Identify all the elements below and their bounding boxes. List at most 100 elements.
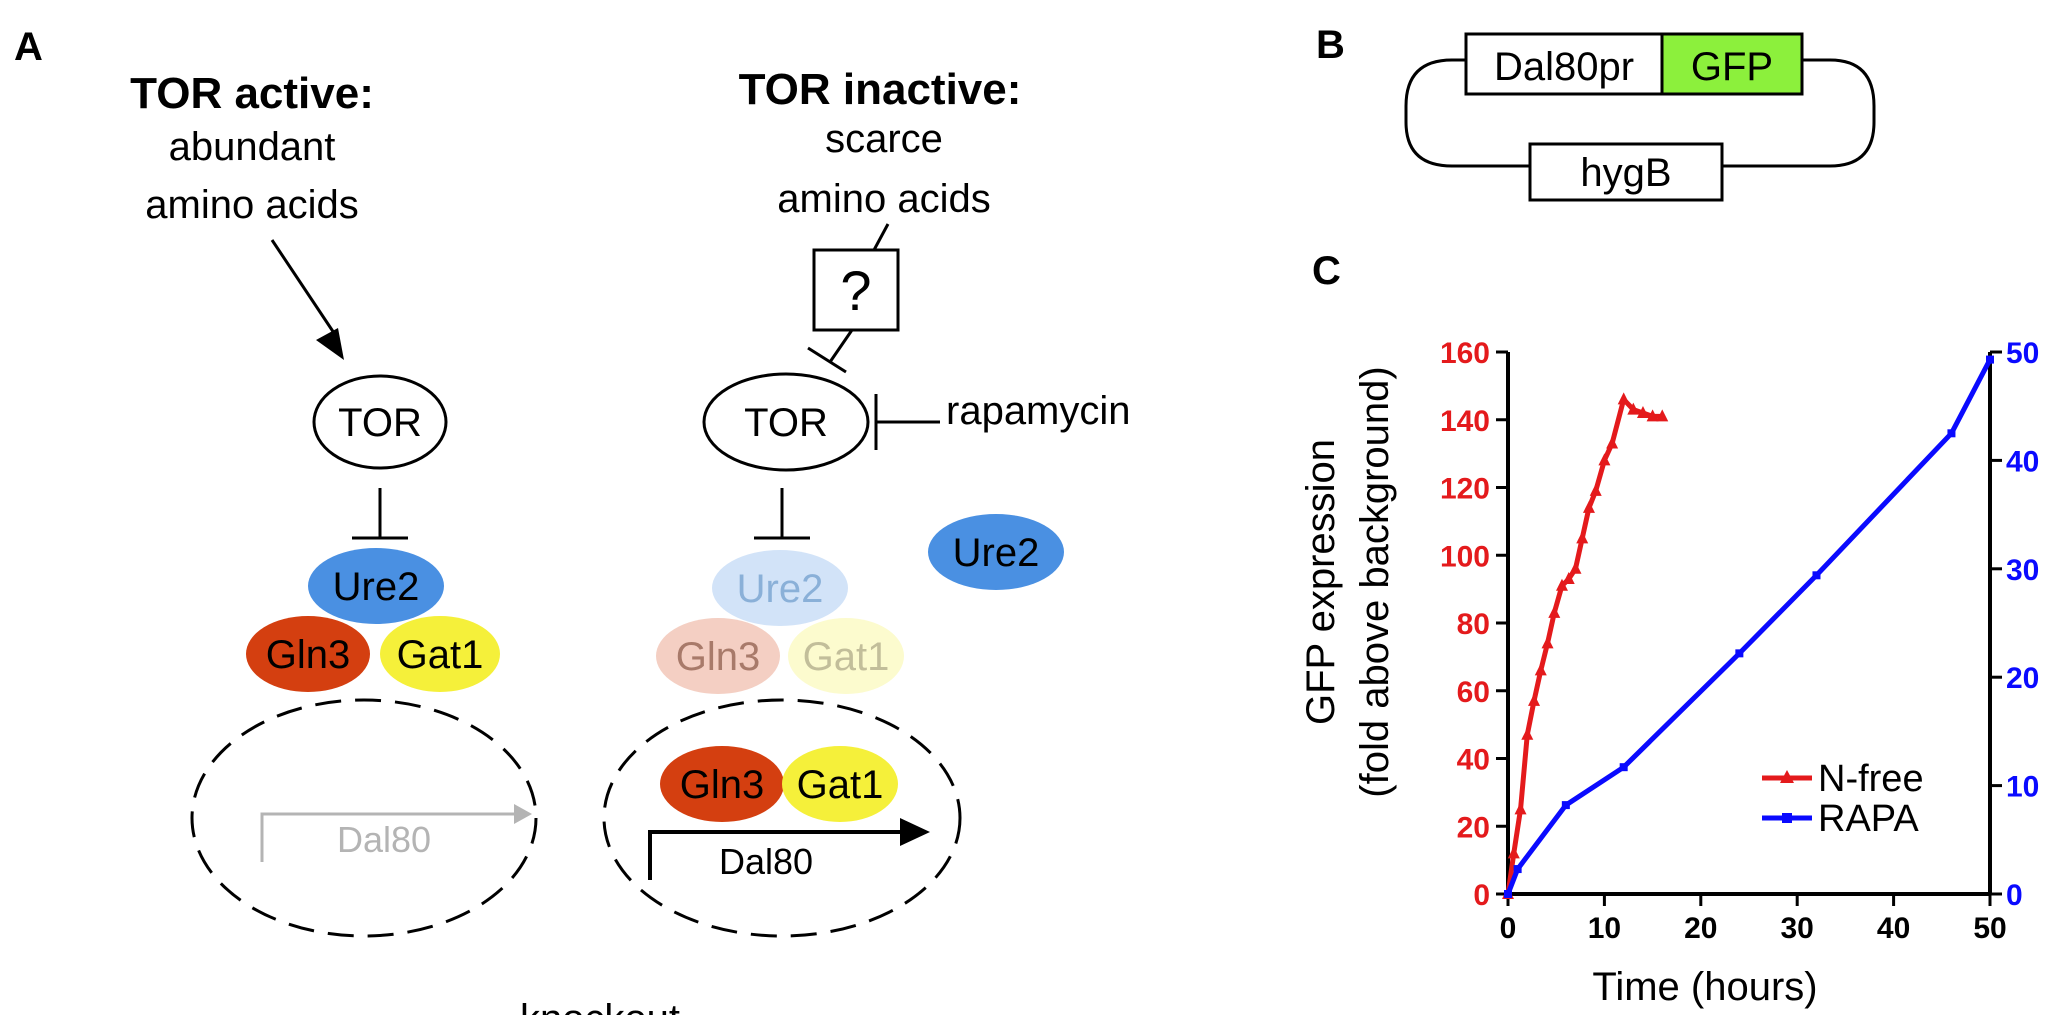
y-left-tick-label: 120 (1440, 473, 1490, 506)
tor-active-line1: abundant (169, 125, 336, 169)
gln3-protein (246, 616, 370, 692)
data-point-n-free (1598, 453, 1611, 466)
gat1-protein (380, 616, 500, 692)
data-point-rapa (1619, 763, 1628, 772)
data-point-n-free (1582, 500, 1595, 513)
y-left-tick-label: 80 (1457, 608, 1490, 641)
data-point-n-free (1521, 727, 1534, 740)
gln3-nuclear-label: Gln3 (680, 763, 765, 807)
gene-arrow-inactive (260, 812, 528, 862)
gat1-label: Gat1 (397, 633, 484, 677)
nucleus-boundary (190, 698, 538, 938)
gfp-label: GFP (1691, 45, 1773, 89)
data-point-n-free (1617, 392, 1630, 405)
legend-marker-n-free (1780, 770, 1794, 783)
data-point-rapa (1735, 649, 1744, 658)
tor-inactive-line2: amino acids (777, 177, 990, 221)
gat1-nuclear-protein (782, 746, 898, 822)
data-point-rapa (1947, 429, 1956, 438)
nucleus-boundary-active (602, 698, 962, 938)
tor-active-line2: amino acids (145, 183, 358, 227)
y-left-tick-label: 40 (1457, 744, 1490, 777)
y-right-tick-label: 30 (2006, 554, 2039, 587)
activation-arrow (270, 239, 338, 337)
unknown-regulator-box (812, 248, 900, 332)
data-point-rapa (1561, 801, 1570, 810)
gln3-faded-label: Gln3 (676, 635, 761, 679)
y-axis-label-line2: (fold above background) (1353, 366, 1397, 797)
y-right-tick-label: 10 (2006, 771, 2039, 804)
tor-active-title: TOR active: (130, 69, 374, 118)
panel-c-label: C (1312, 249, 1341, 293)
tor-inactive-node (702, 372, 870, 472)
gfp-expression-chart: GFP expression (fold above background) T… (1299, 337, 2039, 1009)
data-point-n-free (1534, 663, 1547, 676)
x-tick-label: 20 (1684, 912, 1717, 945)
y-left-tick-label: 0 (1473, 879, 1490, 912)
data-point-n-free (1548, 605, 1561, 618)
panel-b-label: B (1316, 23, 1345, 67)
gat1-faded-protein (788, 618, 904, 694)
marker-label: hygB (1580, 151, 1671, 195)
data-point-n-free (1576, 531, 1589, 544)
ure2-faded-protein (712, 550, 848, 626)
tor-active-label: TOR (338, 401, 422, 445)
legend-label-rapa: RAPA (1818, 798, 1919, 840)
plasmid-backbone (1404, 58, 1876, 168)
gene-arrow-inactive-head (514, 804, 532, 824)
series-line-rapa (1505, 358, 1993, 895)
promoter-label: Dal80pr (1494, 45, 1634, 89)
y-right-tick-label: 40 (2006, 445, 2039, 478)
data-point-n-free (1589, 483, 1602, 496)
ure2-faded-label: Ure2 (737, 567, 824, 611)
data-point-n-free (1541, 636, 1554, 649)
y-left-tick-label: 60 (1457, 676, 1490, 709)
knockout-label: knockout (520, 997, 680, 1015)
data-point-n-free (1507, 846, 1520, 859)
data-point-rapa (1513, 865, 1522, 874)
data-point-rapa (1504, 890, 1512, 898)
data-point-n-free (1656, 409, 1669, 422)
data-point-n-free (1636, 405, 1649, 418)
data-point-n-free (1606, 436, 1619, 449)
y-left-tick-label: 160 (1440, 337, 1490, 370)
dal80-gene-label: Dal80 (337, 819, 431, 860)
regulator-inhibition-bar (807, 346, 847, 374)
tor-inactive-title: TOR inactive: (739, 65, 1022, 114)
gene-arrow-active (648, 830, 908, 880)
x-tick-label: 10 (1588, 912, 1621, 945)
y-right-tick-label: 20 (2006, 662, 2039, 695)
data-point-n-free (1555, 578, 1568, 591)
data-point-rapa (1986, 355, 1994, 364)
ure2-free-protein (928, 514, 1064, 590)
gat1-nuclear-label: Gat1 (797, 763, 884, 807)
data-point-n-free (1569, 561, 1582, 574)
x-tick-label: 0 (1500, 912, 1517, 945)
data-point-n-free (1646, 409, 1659, 422)
data-point-n-free (1514, 802, 1527, 815)
tor-inactive-label: TOR (744, 401, 828, 445)
gat1-faded-label: Gat1 (803, 635, 890, 679)
gln3-nuclear-protein (660, 746, 784, 822)
gln3-label: Gln3 (266, 633, 351, 677)
y-right-tick-label: 50 (2006, 337, 2039, 370)
x-tick-label: 30 (1781, 912, 1814, 945)
data-point-rapa (1812, 571, 1821, 580)
tor-active-node (312, 374, 448, 470)
tor-inactive-line1: scarce (825, 117, 943, 161)
rapamycin-label: rapamycin (946, 389, 1131, 433)
x-tick-label: 40 (1877, 912, 1910, 945)
y-right-tick-label: 0 (2006, 879, 2023, 912)
legend-marker-rapa (1782, 813, 1792, 823)
ure2-label: Ure2 (333, 565, 420, 609)
panel-a-label: A (14, 25, 43, 69)
y-axis-label-line1: GFP expression (1299, 439, 1343, 725)
ure2-protein (308, 548, 444, 624)
data-point-n-free (1562, 571, 1575, 584)
dal80-gene-label-active: Dal80 (719, 841, 813, 882)
data-point-n-free (1627, 402, 1640, 415)
gln3-faded-protein (656, 618, 780, 694)
gene-arrow-active-head (900, 818, 930, 846)
unknown-regulator-symbol: ? (840, 259, 871, 322)
